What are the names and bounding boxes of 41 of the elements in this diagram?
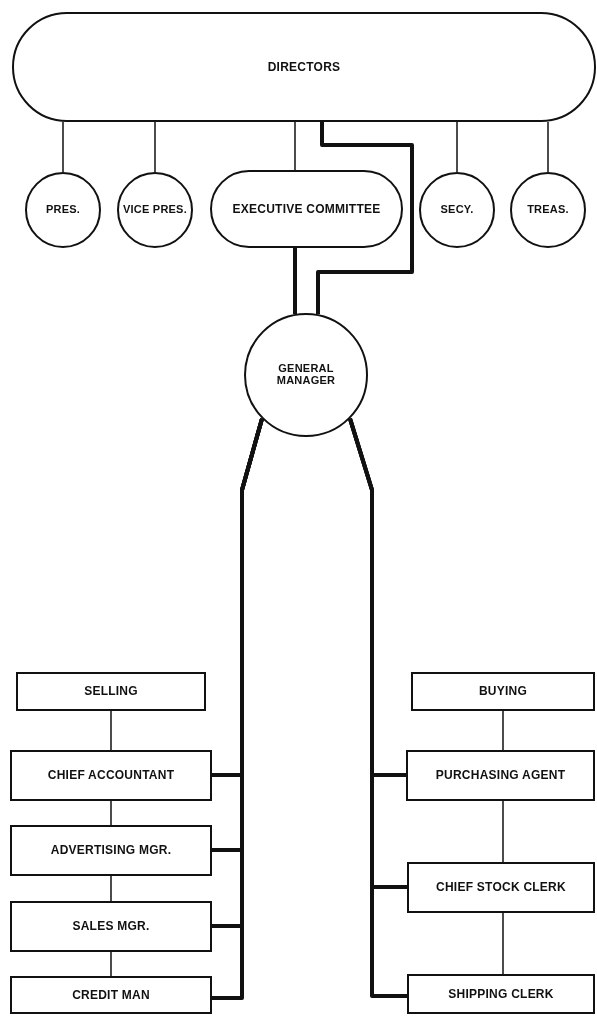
- rect-node: [407, 974, 595, 1014]
- connector-line: [348, 418, 407, 998]
- rounded-node: [12, 12, 596, 122]
- connector-line: [502, 800, 504, 863]
- rect-node: [411, 672, 595, 711]
- node-label: BUYING: [478, 685, 528, 698]
- rect-node: [10, 976, 212, 1014]
- node-label: GENERAL MANAGER: [275, 363, 337, 387]
- node-label: DIRECTORS: [267, 60, 341, 74]
- connector-line: [316, 122, 414, 315]
- rect-node: [10, 750, 212, 801]
- connector-line: [110, 800, 112, 826]
- node-label: SECY.: [440, 204, 474, 216]
- node-label: ADVERTISING MGR.: [50, 844, 172, 857]
- node-label: SALES MGR.: [72, 920, 150, 933]
- rect-node: [10, 825, 212, 876]
- connector-line: [62, 121, 64, 173]
- node-label: SHIPPING CLERK: [448, 987, 554, 1001]
- node-label: TREAS.: [527, 204, 569, 216]
- node-label: PURCHASING AGENT: [435, 769, 566, 782]
- connector-line: [293, 248, 297, 314]
- connector-line: [154, 121, 156, 173]
- rect-node: [407, 862, 595, 913]
- node-label: CHIEF ACCOUNTANT: [47, 769, 175, 782]
- connector-line: [110, 710, 112, 751]
- connector-line: [110, 875, 112, 902]
- node-label: CREDIT MAN: [72, 988, 150, 1002]
- node-label: PRES.: [45, 204, 81, 216]
- connector-line: [502, 710, 504, 751]
- rect-node: [10, 901, 212, 952]
- rect-node: [406, 750, 595, 801]
- node-label: VICE PRES.: [123, 204, 187, 216]
- connector-line: [547, 121, 549, 173]
- connector-line: [110, 951, 112, 977]
- connector-line: [294, 121, 296, 171]
- connector-line: [502, 912, 504, 975]
- node-label: CHIEF STOCK CLERK: [436, 881, 566, 894]
- connector-line: [456, 121, 458, 173]
- node-label: EXECUTIVE COMMITTEE: [232, 202, 381, 216]
- rect-node: [16, 672, 206, 711]
- node-label: SELLING: [84, 685, 138, 698]
